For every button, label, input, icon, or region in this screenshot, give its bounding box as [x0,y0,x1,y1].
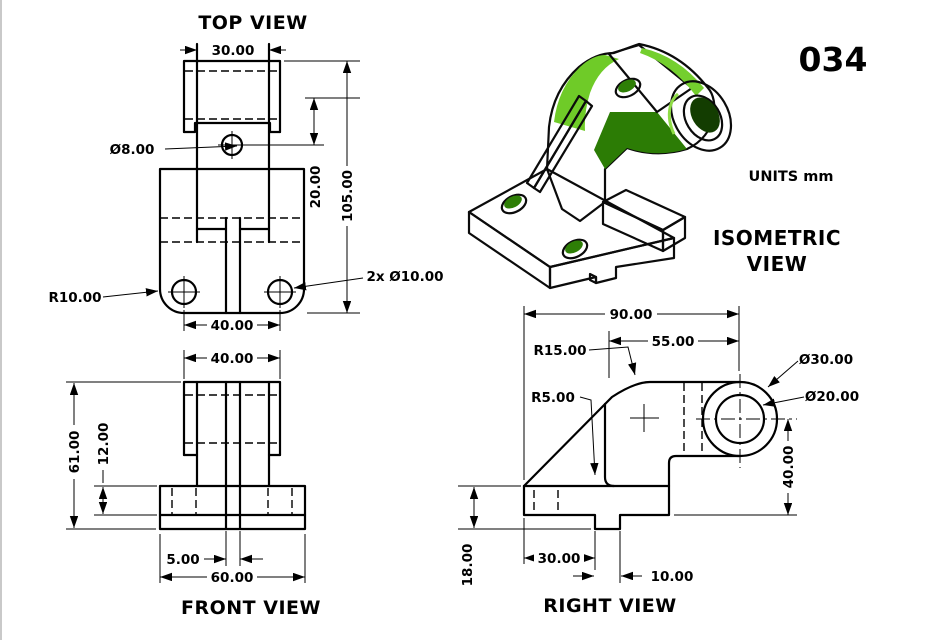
top-view-boss-bottom-edge [182,121,282,134]
dim-right-tab-width: 10.00 [651,569,694,585]
dim-top-bolt-holes: 2x Ø10.00 [367,269,444,285]
dim-right-overall-length-group: 90.00 [605,306,657,323]
leader-d30 [767,360,799,388]
dim-front-overall-height: 61.00 [67,431,83,474]
dim-right-boss-height-group: 40.00 [780,441,797,493]
isometric-view-title-line1: ISOMETRIC [713,226,841,250]
iso-base-hole-left-rim [500,193,528,215]
dim-top-overall-depth: 105.00 [340,170,356,222]
leader-r5 [579,396,599,476]
leader-d20 [762,396,805,407]
dim-right-bore-diameter: Ø20.00 [805,389,859,405]
dim-front-base-width: 60.00 [211,570,254,586]
top-view-boss-outline [182,59,282,134]
dim-90-bg [605,306,657,322]
sheet-number: 034 [799,40,868,79]
dim-right-overall-length: 90.00 [610,307,653,323]
iso-base-left-face [467,210,552,290]
iso-cylinder-highlight [640,48,704,96]
isometric-part [467,42,733,290]
dim-top-hole: Ø8.00 [110,142,155,158]
dim-right-boss-center: 55.00 [652,334,695,350]
iso-top-hole [614,77,642,99]
dim-top-corner-radius: R10.00 [48,290,101,306]
iso-base-hole-right-rim [561,238,589,260]
dim-front-base-thickness-group: 12.00 [96,423,112,466]
front-base-outline [158,484,307,531]
iso-base-hole-left [500,193,528,215]
units-label: UNITS mm [749,169,834,185]
dim-right-blend-radius: R15.00 [533,343,586,359]
iso-base-hole-right-inner [565,240,583,254]
dim-60-bg [207,569,257,585]
dim-40f-bg [207,350,257,366]
iso-base-hole-right [561,238,589,260]
dim-top-hole-offset: 20.00 [308,166,324,209]
dim-right-boss-height: 40.00 [781,446,797,489]
right-arm-edge-fillet [603,402,616,488]
dim-right-tab-offset-group: 30.00 [534,550,584,567]
dim-40r-bg [780,441,796,493]
dim-right-boss-diameter: Ø30.00 [799,352,853,368]
dim-105-bg [339,166,355,226]
dim-top-arm-width: 30.00 [212,43,255,59]
iso-top-hole-inner [618,79,636,93]
front-view: 40.00 61.00 12.00 5.00 60.00 FRONT [66,350,321,619]
iso-boss-bore-depth [690,97,720,133]
dim-front-base-thickness: 12.00 [96,423,112,466]
dim-30r-bg [534,550,584,566]
iso-arm-shadow-face [594,112,687,169]
leader-2x10 [293,277,364,291]
right-view-title: RIGHT VIEW [543,595,676,617]
top-view-base-outline [158,167,306,315]
dim-right-fillet-radius: R5.00 [531,390,575,406]
leader-hole8 [164,142,238,151]
dim-top-hole-spacing-group: 40.00 [207,317,257,334]
dim-top-overall-depth-group: 105.00 [339,166,356,226]
dim-top-hole-offset-group: 20.00 [308,166,324,209]
right-profile-upper [522,380,741,488]
right-profile-lower [522,454,741,531]
right-view: 90.00 55.00 40.00 18.00 30.00 [458,306,859,617]
front-boss-outline [182,380,282,457]
dim-front-overall-height-group: 61.00 [66,425,83,479]
dim-right-boss-center-group: 55.00 [648,333,698,350]
dim-front-base-width-group: 60.00 [207,569,257,586]
top-view: 30.00 105.00 20.00 40.00 Ø8.00 R10.00 2x… [48,12,443,334]
dim-right-base-height-group: 18.00 [460,544,476,587]
iso-rib-side [532,99,594,194]
iso-ledge-right [661,215,687,253]
leader-r10 [102,288,159,298]
iso-boss-bore [682,94,724,142]
leader-r15 [588,346,637,376]
top-view-title: TOP VIEW [198,12,307,34]
dim-61-bg [66,425,82,479]
iso-boss-ring-highlight [667,92,680,135]
dim-front-boss-width: 40.00 [211,351,254,367]
dim-right-tab-offset: 30.00 [538,551,581,567]
iso-tab-face [588,272,598,285]
iso-boss-face [669,80,733,152]
dim-55-bg [648,333,698,349]
dim-front-slot-width: 5.00 [166,552,199,568]
front-view-title: FRONT VIEW [181,597,321,619]
dim-front-boss-width-group: 40.00 [207,350,257,367]
iso-base-hole-left-inner [504,195,522,209]
dim-top-hole-spacing: 40.00 [211,318,254,334]
dim-right-base-height: 18.00 [460,544,476,587]
dim-40t-bg [207,317,257,333]
isometric-view-title-line2: VIEW [747,252,808,276]
